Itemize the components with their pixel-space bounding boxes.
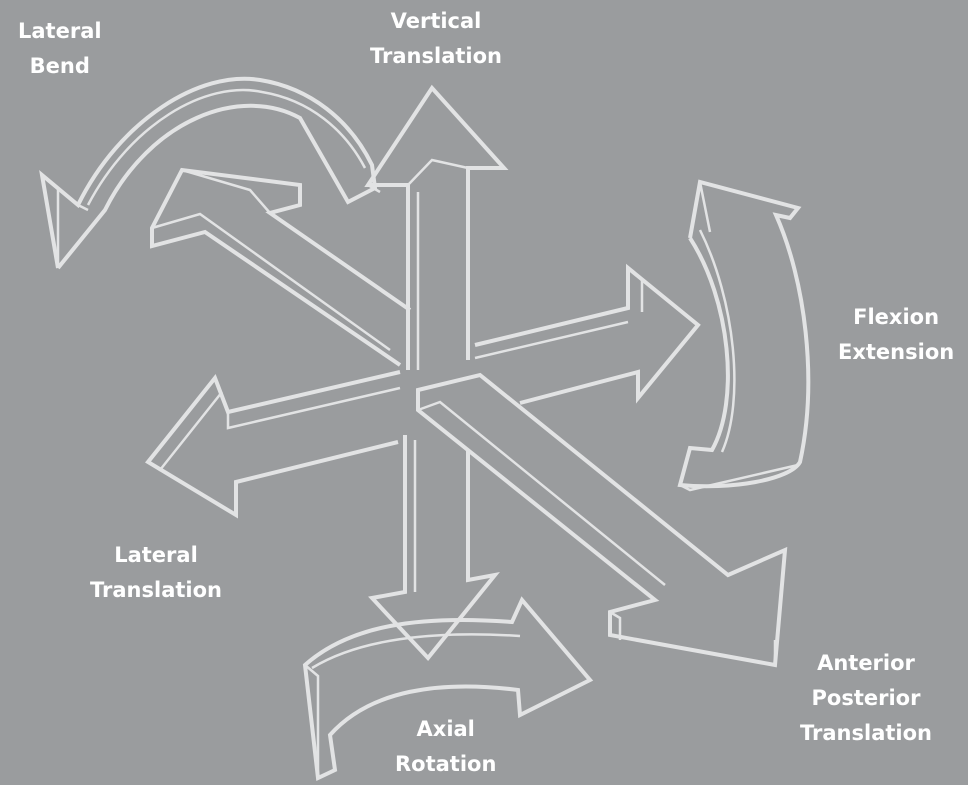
axial-rotation-label: Axial Rotation [395, 712, 496, 782]
vertical-translation-label: Vertical Translation [370, 4, 502, 74]
down-arrow [368, 435, 500, 662]
anterior-posterior-label-line1: Anterior [817, 651, 915, 675]
lateral-translation-label: Lateral Translation [90, 538, 222, 608]
flexion-extension-label: Flexion Extension [838, 300, 954, 370]
axial-rotation-label-line1: Axial [416, 717, 475, 741]
vertical-translation-label-line2: Translation [370, 44, 502, 68]
vertical-translation-arrow [364, 84, 509, 370]
flexion-extension-arrow [677, 179, 811, 492]
axial-rotation-arrow [302, 596, 594, 781]
anterior-posterior-label-line2: Posterior [811, 686, 921, 710]
lateral-bend-arrow [39, 76, 378, 270]
axial-rotation-label-line2: Rotation [395, 752, 497, 776]
lateral-translation-label-line1: Lateral [114, 543, 198, 567]
vertical-translation-label-line1: Vertical [390, 9, 482, 33]
anterior-posterior-arrow [416, 372, 788, 668]
anterior-posterior-label-line3: Translation [800, 721, 932, 745]
flexion-extension-label-line1: Flexion [853, 305, 940, 329]
flexion-extension-label-line2: Extension [838, 340, 955, 364]
lateral-translation-arrow-upper [150, 167, 412, 367]
lateral-bend-label-line2: Bend [29, 54, 90, 78]
right-arrow [474, 263, 701, 405]
lateral-bend-label: Lateral Bend [18, 14, 102, 84]
lateral-translation-arrow-lower [145, 370, 401, 519]
anterior-posterior-translation-label: Anterior Posterior Translation [800, 646, 932, 751]
lateral-translation-label-line2: Translation [90, 578, 222, 602]
lateral-bend-label-line1: Lateral [18, 19, 102, 43]
